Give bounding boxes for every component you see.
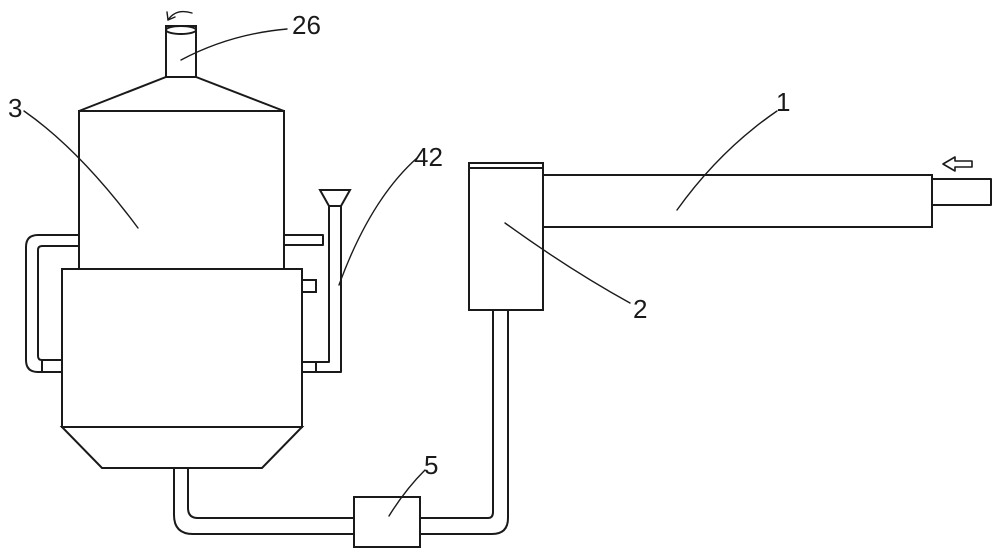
leader-5	[388, 469, 426, 517]
tower-top-cone	[78, 76, 285, 112]
tower-lower-body	[61, 268, 303, 428]
leader-42	[338, 157, 418, 286]
separator-box	[468, 162, 544, 311]
tower-bottom-cone	[59, 426, 305, 469]
leader-3	[23, 110, 139, 229]
separator-body	[468, 162, 544, 311]
tower-vessel	[59, 25, 305, 469]
feed-funnel	[318, 189, 352, 207]
label-26: 26	[292, 10, 321, 40]
leader-26	[180, 28, 288, 61]
leader-1	[676, 110, 778, 211]
label-5: 5	[424, 450, 438, 480]
left-recirculation-pipe	[25, 234, 80, 373]
exhaust-pipe-rim	[165, 25, 197, 35]
inlet-pipe	[542, 174, 992, 228]
bottom-pipe	[173, 309, 509, 535]
label-1: 1	[776, 87, 790, 117]
label-2: 2	[633, 294, 647, 324]
leader-2	[504, 222, 631, 304]
label-42: 42	[414, 142, 443, 172]
tower-upper-body	[78, 110, 285, 270]
side-port	[301, 279, 317, 293]
leader-lines	[23, 28, 778, 517]
pump-box	[353, 496, 421, 548]
inlet-pipe-body	[542, 174, 933, 228]
arrow-left-icon	[942, 156, 973, 172]
rotation-arrow-icon	[166, 10, 193, 21]
label-3: 3	[8, 93, 22, 123]
right-feed-pipe	[283, 189, 352, 373]
